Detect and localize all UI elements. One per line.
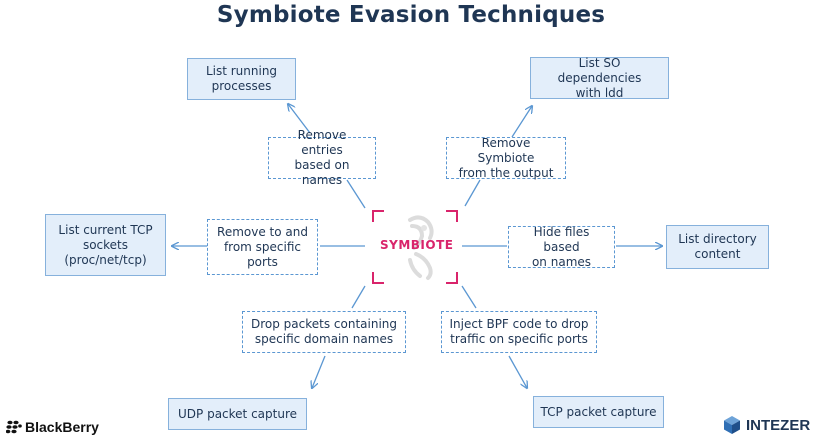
intezer-cube-icon: [724, 416, 740, 434]
connector-line: [464, 179, 481, 207]
connector-line: [351, 285, 366, 309]
blackberry-icon: [6, 420, 22, 434]
technique-inject-bpf: Inject BPF code to drop traffic on speci…: [441, 311, 597, 353]
symbiote-creature-icon: [408, 215, 434, 280]
technique-remove-symbiote: Remove Symbiote from the output: [446, 135, 566, 180]
target-label: UDP packet capture: [178, 406, 297, 421]
technique-label: Remove to and from specific ports: [217, 224, 308, 269]
symbiote-label: SYMBIOTE: [380, 238, 454, 252]
connector-arrow: [288, 104, 311, 134]
connector-line: [346, 179, 366, 209]
target-list-tcp-sockets: List current TCP sockets (proc/net/tcp): [45, 214, 166, 276]
technique-remove-ports: Remove to and from specific ports: [207, 219, 318, 275]
blackberry-wordmark: BlackBerry: [25, 419, 99, 435]
diagram-title: Symbiote Evasion Techniques: [216, 2, 606, 28]
target-label: List current TCP sockets (proc/net/tcp): [58, 222, 153, 267]
technique-hide-files: Hide files based on names: [508, 224, 615, 269]
target-list-so-dependencies: List SO dependencies with ldd: [530, 55, 669, 100]
connector-arrow: [511, 106, 532, 138]
connector-line: [461, 285, 477, 309]
target-label: List SO dependencies with ldd: [557, 55, 642, 100]
target-label: List directory content: [678, 232, 757, 261]
bracket-corner: [446, 272, 458, 284]
blackberry-logo: BlackBerry: [6, 419, 99, 435]
connector-arrow: [312, 355, 326, 388]
technique-label: Inject BPF code to drop traffic on speci…: [449, 317, 589, 346]
bracket-corner: [372, 272, 384, 284]
target-list-directory-content: List directory content: [666, 225, 769, 269]
connector-arrow: [508, 355, 527, 388]
symbiote-node: [372, 210, 458, 284]
technique-drop-packets: Drop packets containing specific domain …: [242, 311, 406, 353]
target-udp-packet-capture: UDP packet capture: [168, 398, 307, 430]
target-list-running-processes: List running processes: [187, 58, 296, 100]
intezer-wordmark: INTEZER: [746, 416, 811, 434]
bracket-corner: [446, 210, 458, 222]
target-label: List running processes: [205, 64, 278, 93]
technique-label: Hide files based on names: [531, 224, 592, 269]
bracket-corner: [372, 210, 384, 222]
technique-label: Remove Symbiote from the output: [458, 135, 554, 180]
target-label: TCP packet capture: [540, 404, 657, 419]
technique-remove-entries: Remove entries based on names: [268, 128, 376, 187]
technique-label: Remove entries based on names: [294, 128, 350, 187]
target-tcp-packet-capture: TCP packet capture: [533, 396, 664, 428]
technique-label: Drop packets containing specific domain …: [250, 317, 398, 346]
intezer-logo: INTEZER: [722, 415, 810, 435]
